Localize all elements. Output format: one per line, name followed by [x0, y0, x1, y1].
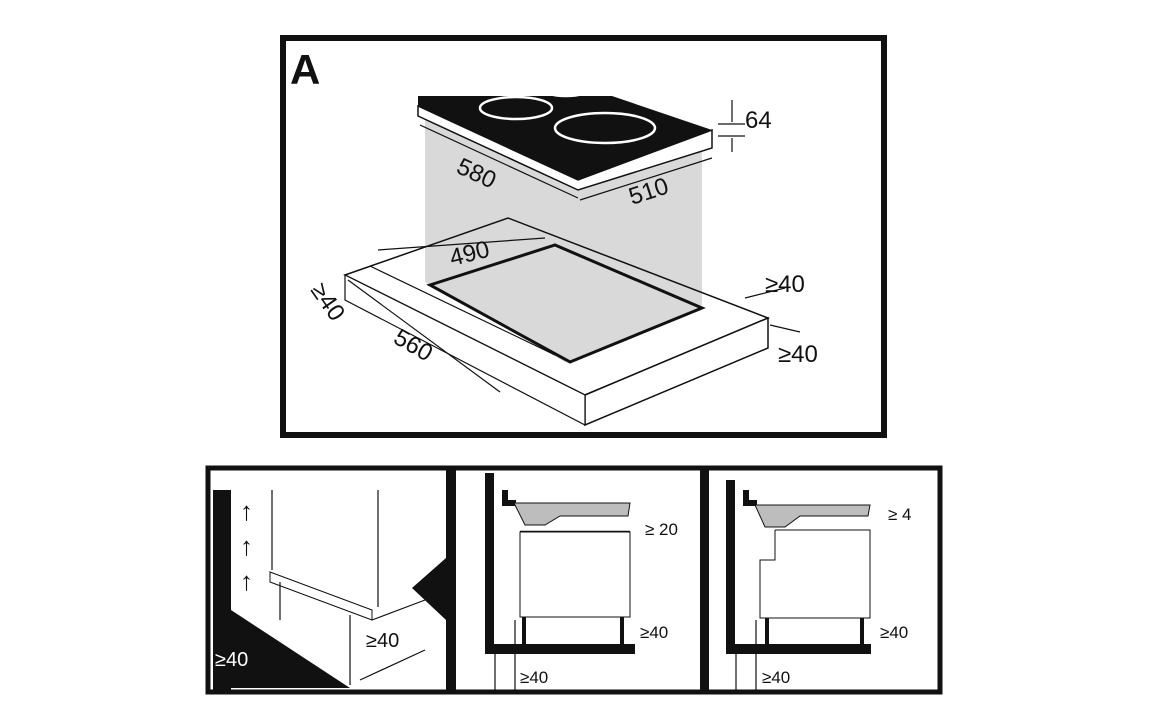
label-feet-40: ≥40 — [880, 623, 908, 642]
airflow-arrow: ↑ — [240, 531, 253, 561]
burner-ring-top — [540, 80, 592, 98]
burner-ring-small — [478, 95, 554, 121]
airflow-arrow: ↑ — [240, 566, 253, 596]
label-wall-40: ≥40 — [762, 668, 790, 687]
panel-a: A — [280, 35, 887, 438]
letter-bg — [286, 41, 331, 91]
label-wall-40: ≥40 — [520, 668, 548, 687]
dim-side-clearance: ≥40 — [778, 341, 818, 368]
label-gap-20: ≥ 20 — [645, 520, 678, 539]
label-feet-40: ≥40 — [640, 623, 668, 642]
panel-letter: A — [290, 46, 320, 93]
panel-oven-4: ≥ 4 ≥40 ≥40 — [726, 480, 912, 690]
burner-ring-large — [553, 111, 657, 145]
label-wall-gap: ≥40 — [215, 649, 248, 671]
label-gap-4: ≥ 4 — [888, 505, 912, 524]
dim-hob-height: 64 — [745, 107, 772, 134]
panel-plinth: ↑ ↑ ↑ ≥40 ≥40 — [213, 490, 426, 690]
dim-back-clearance: ≥40 — [765, 271, 805, 298]
dimension-lines — [347, 100, 801, 393]
panel-oven-20: ≥ 20 ≥40 ≥40 — [485, 473, 678, 690]
airflow-arrow: ↑ — [240, 496, 253, 526]
label-plinth-height: ≥40 — [366, 630, 399, 652]
countertop — [343, 217, 771, 427]
hob — [417, 80, 713, 191]
bottom-panels: ↑ ↑ ↑ ≥40 ≥40 ≥ 20 ≥40 ≥40 — [205, 465, 943, 695]
